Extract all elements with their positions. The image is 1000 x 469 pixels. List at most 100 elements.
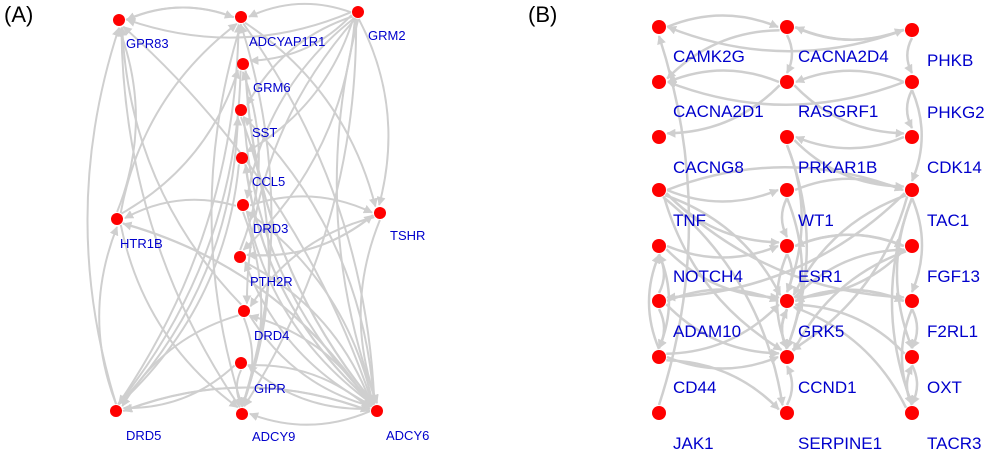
node-label-jak1: JAK1: [673, 434, 714, 453]
node-tshr: [374, 207, 386, 219]
edge-drd5-to-adcy6: [122, 386, 370, 413]
edge-grm2-to-sst: [246, 15, 353, 106]
edge-oxt-to-grk5: [794, 300, 906, 355]
edge-gpr83-to-adcyap1r1: [125, 6, 234, 21]
node-tacr3: [905, 406, 919, 420]
edge-tacr3-to-grk5: [792, 305, 908, 409]
node-htr1b: [111, 213, 123, 225]
node-label-tac1: TAC1: [927, 211, 969, 230]
node-label-drd5: DRD5: [126, 428, 161, 443]
node-oxt: [905, 350, 919, 364]
edge-cdk14-to-prkar1b: [795, 135, 905, 150]
node-label-esr1: ESR1: [798, 267, 842, 286]
node-label-drd3: DRD3: [253, 221, 288, 236]
panel-a-edges: [86, 2, 390, 426]
node-wt1: [780, 183, 794, 197]
edge-adam10-to-ccnd1: [665, 303, 780, 358]
node-label-ccnd1: CCND1: [798, 378, 857, 397]
edge-f2rl1-to-grk5: [795, 288, 905, 303]
edge-tshr-to-adcy6: [359, 219, 381, 404]
edge-grm2-to-drd3: [244, 17, 356, 199]
node-label-gpr83: GPR83: [126, 36, 169, 51]
node-pth2r: [234, 251, 246, 263]
edge-grm2-to-adcy9: [243, 18, 358, 408]
edge-grm2-to-adcyap1r1: [248, 2, 352, 18]
node-label-adcy6: ADCY6: [386, 428, 429, 443]
edge-tshr-to-pth2r: [246, 214, 374, 260]
edge-wt1-to-tac1: [794, 177, 904, 192]
edge-cd44-to-serpine1: [666, 358, 780, 411]
node-label-tacr3: TACR3: [927, 434, 981, 453]
node-label-oxt: OXT: [927, 378, 962, 397]
edge-adcy6-to-adcy9: [249, 410, 371, 426]
node-label-ccl5: CCL5: [252, 174, 285, 189]
edge-drd4-to-adcy6: [248, 314, 372, 409]
node-label-adam10: ADAM10: [673, 322, 741, 341]
edge-cacna2d4-to-rasgrf1: [785, 34, 795, 74]
node-esr1: [780, 239, 794, 253]
node-sst: [235, 104, 247, 116]
node-label-grm6: GRM6: [253, 80, 291, 95]
node-label-serpine1: SERPINE1: [798, 434, 882, 453]
node-grm6: [237, 58, 249, 70]
edge-grm2-to-grm6: [249, 14, 353, 65]
edge-phkb-to-camk2g: [667, 25, 905, 53]
node-gpr83: [113, 14, 125, 26]
node-phkg2: [905, 75, 919, 89]
node-f2rl1: [905, 294, 919, 308]
node-phkb: [905, 23, 919, 37]
edge-adcyap1r1-to-adcy9: [210, 23, 244, 407]
node-label-wt1: WT1: [798, 211, 834, 230]
node-label-phkb: PHKB: [927, 51, 973, 70]
node-cacna2d1: [652, 75, 666, 89]
edge-grm6-to-drd5: [117, 70, 242, 405]
node-label-adcyap1r1: ADCYAP1R1: [249, 34, 325, 49]
edge-adcyap1r1-to-tshr: [244, 21, 378, 208]
edge-drd4-to-drd5: [121, 314, 239, 407]
edge-wt1-to-esr1: [779, 197, 789, 238]
edge-ccnd1-to-grk5: [779, 309, 789, 350]
edge-phkg2-to-rasgrf1: [795, 69, 905, 84]
edge-fgf13-to-esr1: [795, 233, 905, 248]
node-cd44: [652, 350, 666, 364]
node-label-pth2r: PTH2R: [250, 274, 293, 289]
node-label-sst: SST: [252, 125, 277, 140]
edge-camk2g-to-cacna2d4: [666, 14, 779, 29]
edge-gipr-to-adcy9: [234, 369, 243, 407]
edge-drd5-to-htr1b: [98, 226, 119, 405]
edge-tac1-to-f2rl1: [910, 197, 924, 293]
edge-htr1b-to-adcy6: [122, 222, 372, 407]
edge-rasgrf1-to-cdk14: [793, 84, 905, 138]
node-label-fgf13: FGF13: [927, 267, 980, 286]
edge-oxt-to-tacr3: [910, 364, 920, 405]
edge-drd4-to-gpr83: [118, 26, 242, 306]
node-label-grk5: GRK5: [798, 322, 844, 341]
node-label-cd44: CD44: [673, 378, 716, 397]
edge-tnf-to-f2rl1: [665, 192, 905, 302]
panel-a-label: (A): [4, 2, 33, 27]
node-drd5: [110, 405, 122, 417]
node-adcy9: [236, 408, 248, 420]
node-label-camk2g: CAMK2G: [673, 47, 745, 66]
node-label-notch4: NOTCH4: [673, 267, 743, 286]
edge-grm2-to-adcy6: [335, 18, 379, 404]
node-notch4: [652, 239, 666, 253]
edge-tacr3-to-oxt: [904, 365, 914, 406]
edge-adcy6-to-gipr: [247, 364, 371, 410]
edge-drd5-to-adcyap1r1: [117, 23, 243, 405]
node-camk2g: [652, 20, 666, 34]
node-drd3: [237, 199, 249, 211]
node-rasgrf1: [780, 75, 794, 89]
node-label-prkar1b: PRKAR1B: [798, 158, 877, 177]
edge-grm2-to-drd4: [242, 17, 357, 305]
node-label-f2rl1: F2RL1: [927, 322, 978, 341]
edge-adcy9-to-adcyap1r1: [239, 24, 273, 408]
panel-b-label: (B): [528, 2, 557, 27]
edge-grm2-to-tshr: [357, 18, 390, 206]
edge-tac1-to-ccnd1: [791, 196, 909, 351]
edge-grm2-to-gpr83: [126, 11, 352, 39]
